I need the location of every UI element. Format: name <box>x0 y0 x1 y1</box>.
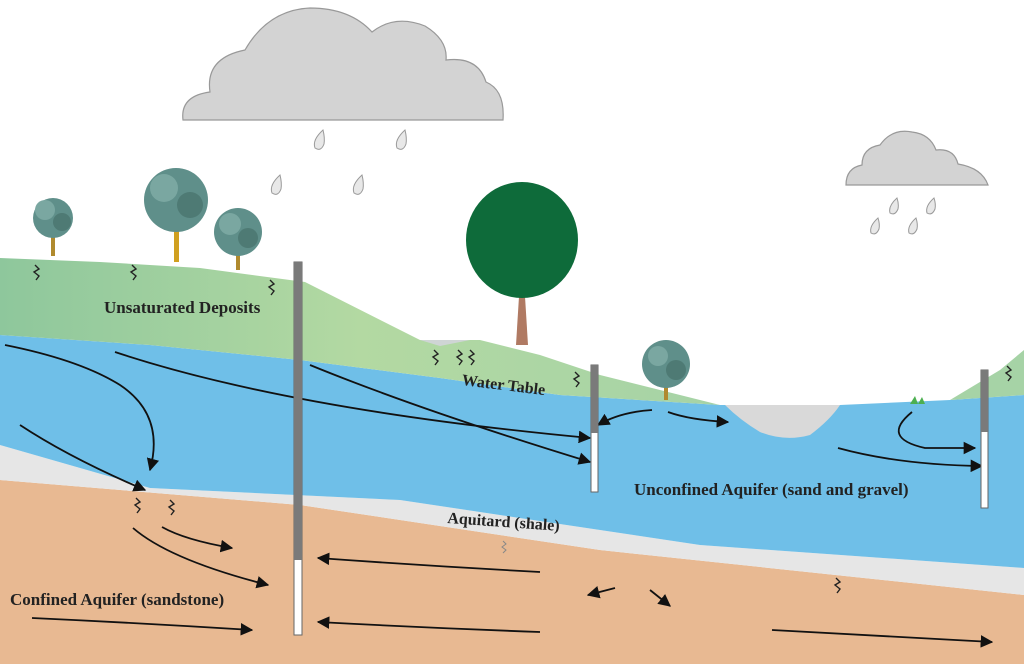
shallow-well-middle <box>590 364 599 493</box>
tree-icon <box>33 198 73 256</box>
unconfined-aquifer-layer <box>0 335 1024 568</box>
flow-arrows <box>4 344 994 648</box>
small-cloud-icon <box>845 130 989 186</box>
tree-icon <box>642 340 690 400</box>
ground-patch <box>420 340 470 346</box>
unconfined-aquifer-label: Unconfined Aquifer (sand and gravel) <box>634 480 909 499</box>
large-tree-icon <box>466 182 578 345</box>
tree-icon <box>214 208 262 270</box>
tree-icon <box>144 168 208 262</box>
right-hill <box>950 350 1024 400</box>
infiltration-arrows <box>32 264 1013 594</box>
aquitard-layer <box>0 445 1024 595</box>
deep-well <box>293 261 303 636</box>
aquitard-leak-mark <box>501 540 507 554</box>
shallow-well-right <box>980 369 989 509</box>
grass-tuft <box>910 396 925 404</box>
large-cloud-icon <box>182 7 504 121</box>
pond <box>725 405 840 438</box>
confined-aquifer-label: Confined Aquifer (sandstone) <box>10 590 225 609</box>
unsaturated-deposits-label: Unsaturated Deposits <box>104 298 261 317</box>
confined-aquifer-layer <box>0 480 1024 664</box>
raindrop-icons <box>270 129 936 235</box>
unsaturated-layer <box>0 258 720 405</box>
